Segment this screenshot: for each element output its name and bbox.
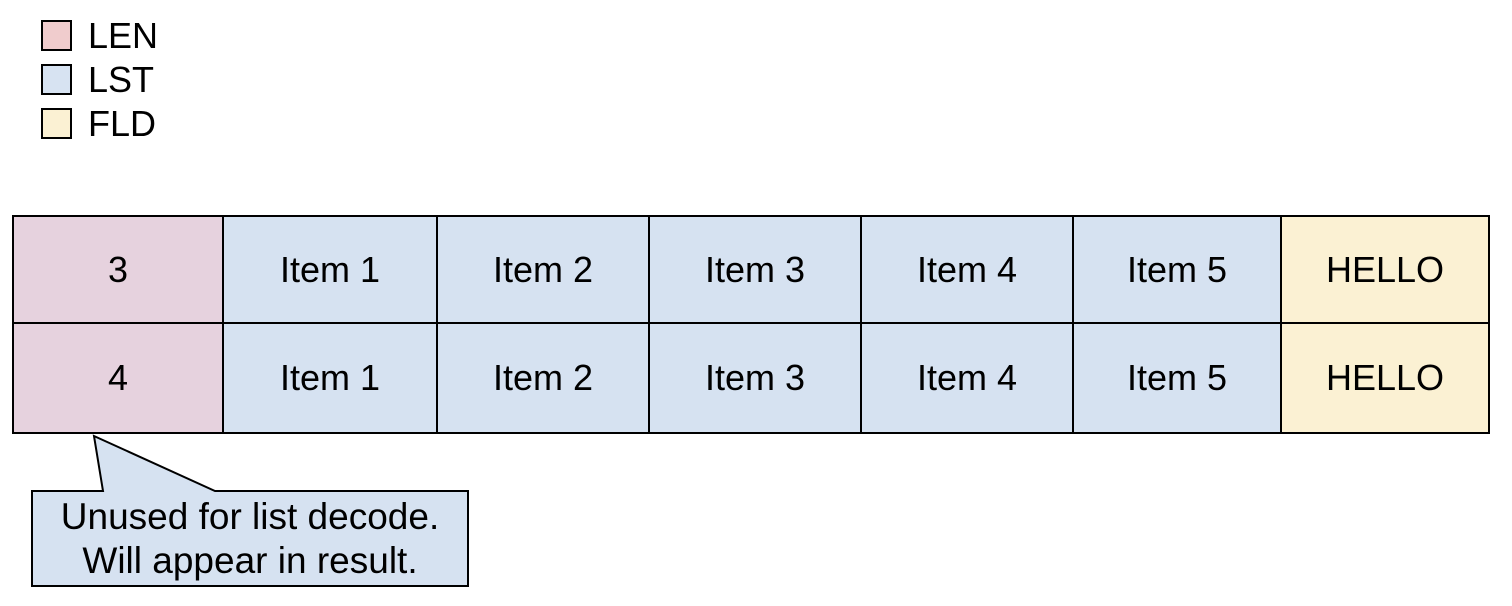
callout-line-2: Will appear in result. bbox=[82, 539, 418, 581]
legend-item-len: LEN bbox=[41, 15, 159, 56]
legend-item-fld: FLD bbox=[41, 103, 158, 144]
list-item-cell: Item 4 bbox=[862, 217, 1074, 324]
list-item-cell: Item 1 bbox=[224, 217, 438, 324]
lst-color-swatch bbox=[41, 64, 72, 95]
list-item-cell: Item 2 bbox=[438, 217, 650, 324]
fld-color-swatch bbox=[41, 108, 72, 139]
field-cell: HELLO bbox=[1282, 217, 1488, 324]
list-item-cell: Item 5 bbox=[1074, 324, 1282, 432]
list-item-cell: Item 2 bbox=[438, 324, 650, 432]
list-item-cell: Item 3 bbox=[650, 217, 862, 324]
wire-format-table: 3 Item 1 Item 2 Item 3 Item 4 Item 5 HEL… bbox=[12, 215, 1490, 434]
list-item-cell: Item 4 bbox=[862, 324, 1074, 432]
legend-item-lst: LST bbox=[41, 59, 158, 100]
list-item-cell: Item 3 bbox=[650, 324, 862, 432]
callout-line-1: Unused for list decode. bbox=[60, 495, 440, 537]
field-cell: HELLO bbox=[1282, 324, 1488, 432]
len-color-swatch bbox=[41, 20, 72, 51]
len-cell: 4 bbox=[14, 324, 224, 432]
callout-text: Unused for list decode. Will appear in r… bbox=[32, 491, 468, 586]
legend-label-fld: FLD bbox=[88, 103, 157, 144]
legend: LEN LST FLD bbox=[41, 15, 159, 144]
legend-label-lst: LST bbox=[88, 59, 155, 100]
list-item-cell: Item 5 bbox=[1074, 217, 1282, 324]
len-cell: 3 bbox=[14, 217, 224, 324]
legend-label-len: LEN bbox=[88, 15, 159, 56]
list-item-cell: Item 1 bbox=[224, 324, 438, 432]
